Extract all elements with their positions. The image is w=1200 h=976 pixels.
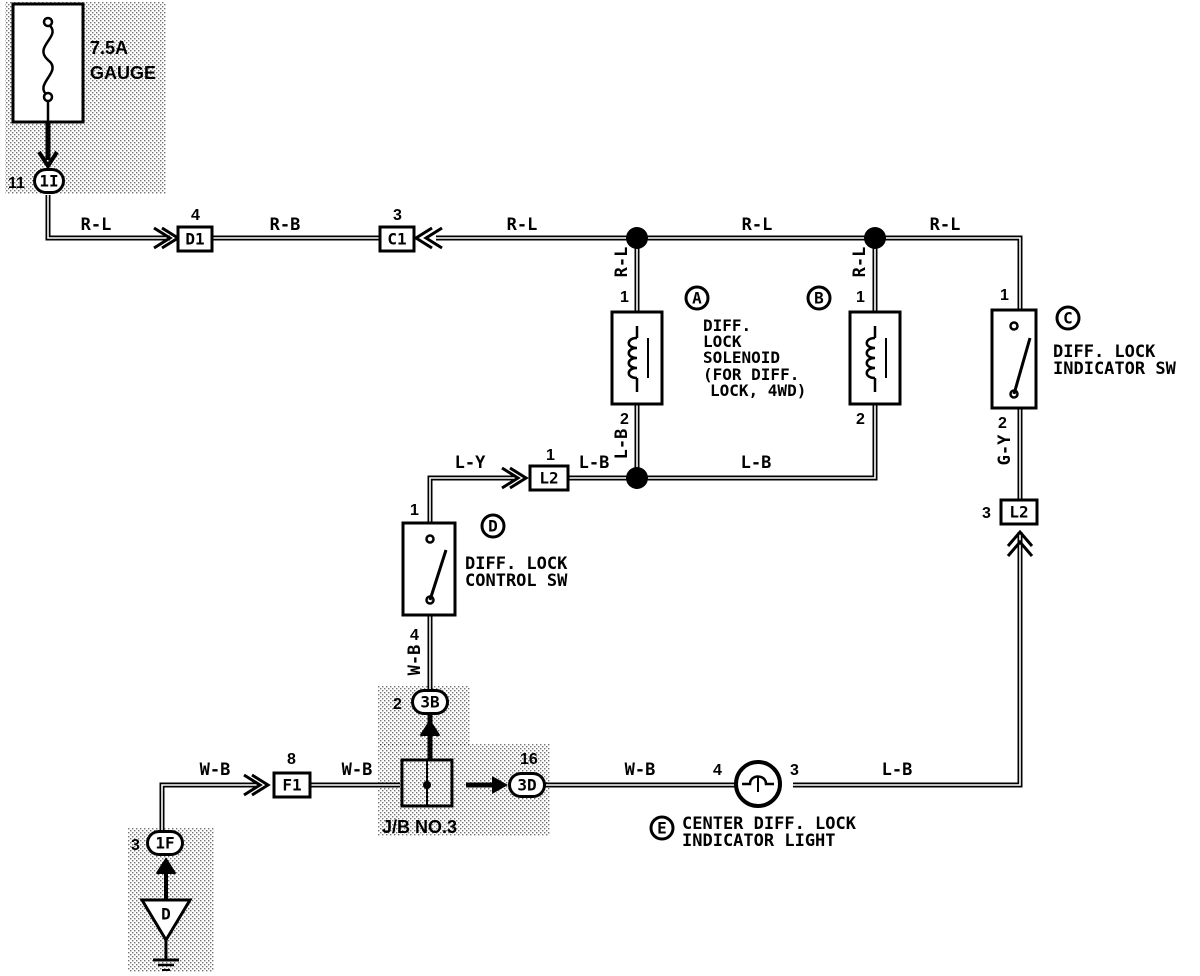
wire-label-rl-4: R-L: [930, 215, 961, 235]
light-e-pin-left: 4: [713, 762, 722, 779]
wire-label-wb-3: W-B: [342, 760, 373, 780]
solenoid-a-line1: DIFF.: [703, 316, 751, 335]
switch-c-pin-bottom: 2: [998, 415, 1007, 432]
wire-label-lb-2: L-B: [579, 453, 610, 473]
connector-c1-code: C1: [387, 230, 406, 249]
connector-f1-code: F1: [282, 776, 301, 795]
connector-c1-pin: 3: [393, 207, 402, 224]
badge-b-letter: B: [814, 289, 824, 308]
connector-l2b-pin: 3: [982, 505, 991, 522]
arrow-3d: [492, 776, 508, 794]
connector-l2-middle: L2 1: [528, 447, 570, 492]
connector-1i: 1I 11: [8, 168, 65, 194]
connector-3b: 3B 2: [393, 689, 449, 715]
indicator-light-e: 4 3: [713, 760, 799, 808]
connector-3d: 3D 16: [508, 751, 546, 798]
arrow-1f: [155, 857, 177, 875]
indicator-switch-c: 1 2: [990, 287, 1038, 432]
arrow-3b: [419, 719, 441, 737]
junction-block: J/B NO.3: [382, 758, 457, 837]
wire-label-lb-3: L-B: [741, 453, 772, 473]
connector-1i-code: 1I: [39, 172, 58, 191]
wire-label-gy: G-Y: [995, 434, 1015, 465]
solenoid-a-pin-bottom: 2: [620, 411, 629, 428]
switch-d-line1: DIFF. LOCK: [465, 554, 568, 574]
badge-c: C: [1055, 305, 1081, 331]
connector-1f: 1F 3: [131, 830, 184, 856]
ground-letter: D: [161, 905, 171, 924]
splice-point-1: [626, 227, 648, 249]
solenoid-b-pin-bottom: 2: [856, 411, 865, 428]
solenoid-a: 1 2: [610, 289, 664, 428]
connector-l2a-pin: 1: [546, 447, 555, 464]
badge-d-letter: D: [488, 517, 498, 536]
solenoid-a-pin-top: 1: [620, 289, 629, 306]
wire-label-rl-1: R-L: [81, 215, 112, 235]
wire-label-ly: L-Y: [455, 453, 486, 473]
wire-label-rl-6: R-L: [850, 247, 870, 278]
connector-1i-pin: 11: [8, 175, 25, 192]
control-switch-d: 1 4: [401, 502, 457, 644]
wire-label-rb: R-B: [270, 215, 301, 235]
wire-label-rl-2: R-L: [507, 215, 538, 235]
switch-c-line2: INDICATOR SW: [1053, 359, 1177, 379]
badge-e-letter: E: [657, 819, 667, 838]
solenoid-a-line5: LOCK, 4WD): [710, 381, 806, 400]
solenoid-a-line2: LOCK: [703, 332, 742, 351]
badge-e: E: [649, 815, 675, 841]
arrow-f1: [243, 773, 271, 797]
badge-d: D: [480, 513, 506, 539]
connector-1f-pin: 3: [131, 837, 140, 854]
fuse-rating: 7.5A: [90, 38, 128, 58]
wire-stripes: [47, 195, 1021, 830]
badge-c-letter: C: [1063, 309, 1073, 328]
switch-d-line2: CONTROL SW: [465, 571, 568, 591]
light-e-line2: INDICATOR LIGHT: [682, 831, 836, 851]
fuse-name: GAUGE: [90, 63, 156, 83]
light-e-pin-right: 3: [790, 762, 799, 779]
light-e-line1: CENTER DIFF. LOCK: [682, 814, 857, 834]
connector-l2-right: L2 3: [982, 498, 1039, 526]
jb-label: J/B NO.3: [382, 817, 457, 837]
fuse: 7.5A GAUGE: [11, 2, 156, 170]
wire-label-lb-4: L-B: [882, 760, 913, 780]
connector-d1: D1 4: [176, 207, 214, 253]
arrow-c1: [413, 226, 443, 250]
arrow-l2-middle: [501, 466, 529, 490]
switch-c-line1: DIFF. LOCK: [1053, 342, 1156, 362]
solenoid-a-line3: SOLENOID: [703, 348, 780, 367]
badge-a: A: [684, 285, 710, 311]
badge-a-letter: A: [692, 289, 702, 308]
solenoid-a-line4: (FOR DIFF.: [703, 365, 799, 384]
connector-d1-pin: 4: [191, 207, 200, 224]
connector-3b-code: 3B: [420, 693, 440, 712]
connector-c1: C1 3: [378, 207, 416, 253]
wire-label-lb-1: L-B: [612, 429, 632, 460]
switch-c-pin-top: 1: [1000, 287, 1009, 304]
wire-label-wb-4: W-B: [625, 760, 656, 780]
connector-f1: F1 8: [272, 751, 312, 799]
splice-point-2: [864, 227, 886, 249]
arrow-l2-right: [1006, 529, 1034, 557]
wire-label-rl-5: R-L: [612, 247, 632, 278]
connector-3b-pin: 2: [393, 696, 402, 713]
connector-l2b-code: L2: [1009, 503, 1028, 522]
switch-d-pin-top: 1: [410, 502, 419, 519]
connector-1f-code: 1F: [155, 834, 174, 853]
badge-b: B: [806, 285, 832, 311]
ground-point: D: [139, 898, 193, 971]
wire-label-wb-1: W-B: [405, 645, 425, 676]
solenoid-b-pin-top: 1: [856, 289, 865, 306]
splice-point-3: [626, 467, 648, 489]
connector-f1-pin: 8: [287, 751, 296, 768]
connector-3d-code: 3D: [517, 776, 536, 795]
switch-d-pin-bottom: 4: [410, 627, 419, 644]
wire-label-wb-2: W-B: [200, 760, 231, 780]
solenoid-b: 1 2: [848, 289, 902, 428]
connector-3d-pin: 16: [520, 751, 538, 768]
connector-l2a-code: L2: [539, 469, 558, 488]
wire-label-rl-3: R-L: [742, 215, 773, 235]
connector-d1-code: D1: [185, 230, 204, 249]
